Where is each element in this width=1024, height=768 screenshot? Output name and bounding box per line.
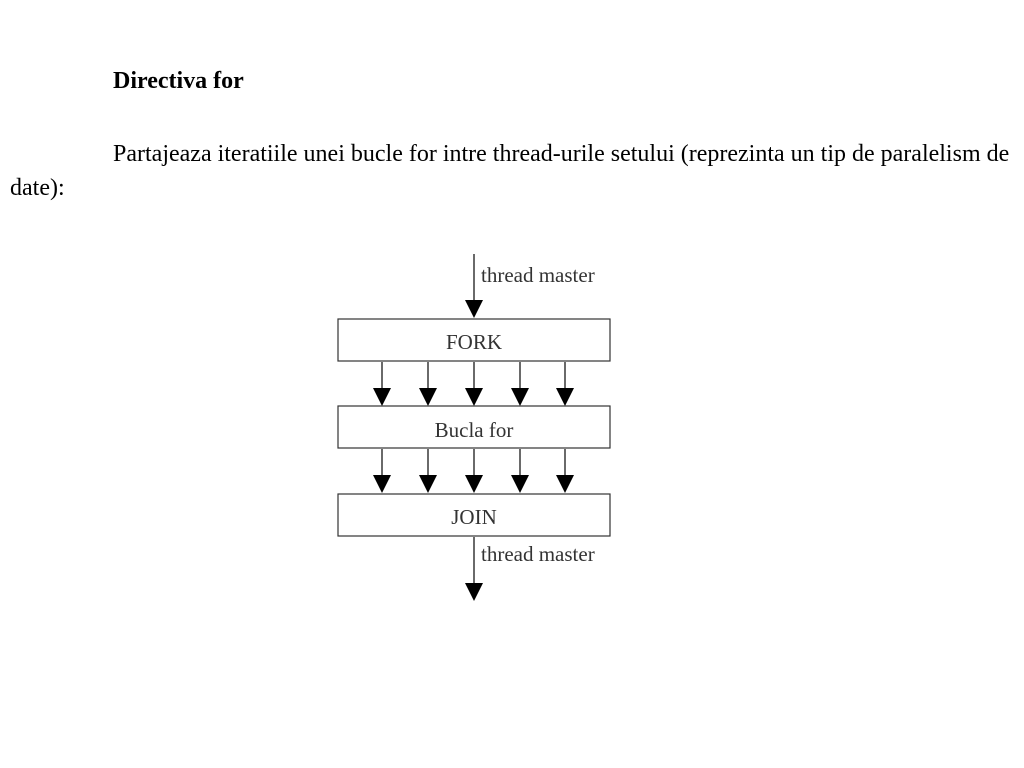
join-box: JOIN <box>337 493 611 537</box>
section-heading: Directiva for <box>113 68 244 94</box>
thread-arrow <box>511 362 529 406</box>
fork-box: FORK <box>337 318 611 362</box>
join-label: JOIN <box>451 505 497 529</box>
loop-box: Bucla for <box>337 405 611 449</box>
loop-label: Bucla for <box>435 418 514 442</box>
thread-arrow <box>465 362 483 406</box>
thread-arrow <box>465 449 483 493</box>
thread-arrow <box>556 362 574 406</box>
top-thread-master-label: thread master <box>481 263 595 287</box>
thread-arrow <box>373 362 391 406</box>
description-paragraph: Partajeaza iteratiile unei bucle for int… <box>10 141 1010 201</box>
thread-arrow <box>373 449 391 493</box>
thread-arrow <box>419 362 437 406</box>
thread-arrow <box>419 449 437 493</box>
incoming-master-thread-arrow <box>465 254 483 318</box>
fork-to-loop-arrows <box>373 362 574 406</box>
thread-arrow <box>511 449 529 493</box>
outgoing-master-thread-arrow <box>465 537 483 601</box>
fork-label: FORK <box>446 330 502 354</box>
loop-to-join-arrows <box>373 449 574 493</box>
thread-arrow <box>556 449 574 493</box>
bottom-thread-master-label: thread master <box>481 542 595 566</box>
